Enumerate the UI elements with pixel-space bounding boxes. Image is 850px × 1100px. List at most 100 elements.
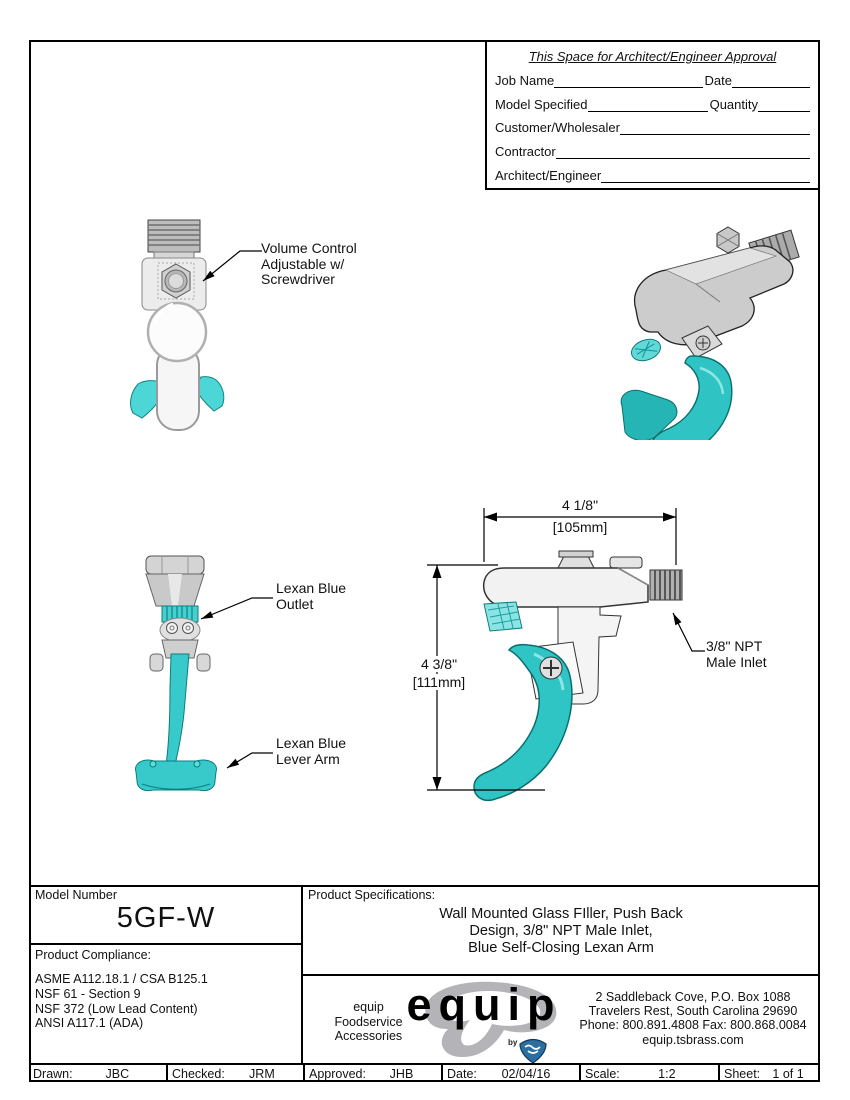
checked-value: JRM [249,1066,275,1081]
left-wing-arm [130,380,164,419]
bonnet-hex [557,555,595,569]
iso-lever-highlight [699,366,725,395]
drawing-footer: Drawn: JBC Checked: JRM Approved: JHB Da… [29,1063,820,1082]
ts-brass-logo-icon [519,1038,547,1064]
outlet-underside [159,617,201,643]
isometric-view-drawing [620,226,800,440]
checked-label: Checked: [172,1066,225,1081]
architect-label: Architect/Engineer [495,167,602,183]
compliance-item: ANSI A117.1 (ADA) [35,1016,144,1031]
footer-cell-drawn: Drawn: JBC [29,1065,166,1082]
specs-row-bottom-line [301,974,820,976]
sheet-value: 1 of 1 [772,1066,804,1081]
brand-side-text: equip Foodservice Accessories [334,1000,403,1043]
push-knob [146,301,208,363]
contractor-label: Contractor [495,144,556,160]
iso-hex-screw [716,226,740,254]
logo-swoosh [425,981,557,1058]
customer-line [620,121,810,136]
left-pivot-tab [149,653,164,672]
callout-npt-inlet: 3/8" NPT Male Inlet [706,638,767,670]
equip-logo-text: equip [406,979,562,1030]
cone-highlight [168,574,182,606]
approval-row-contractor: Contractor [495,144,810,160]
scale-label: Scale: [585,1066,620,1081]
lever-base-shade [141,783,211,790]
volume-control-boss [609,556,643,569]
side-lever-arm [473,643,573,802]
model-specified-line [587,98,708,112]
approval-row-job-name: Job Name Date [495,73,810,88]
title-block-top-line [29,885,820,887]
compliance-item: NSF 372 (Low Lead Content) [35,1001,198,1016]
model-number: 5GF-W [116,902,216,934]
approved-value: JHB [389,1066,414,1081]
approval-row-architect: Architect/Engineer [495,168,810,183]
iso-body-top-face [665,247,777,285]
screw-center [168,273,184,289]
title-block-divider [301,885,303,1065]
thread-lines [148,224,200,246]
compliance-list: ASME A112.18.1 / CSA B125.1 NSF 61 - Sec… [35,972,295,1031]
quantity-line [758,98,810,112]
approval-box: This Space for Architect/Engineer Approv… [485,40,820,190]
right-wing-arm [194,376,225,412]
side-body [482,567,649,608]
boss-outline [157,262,195,300]
dim-width-inches: 4 1/8" [561,497,599,513]
model-number-label: Model Number [35,888,117,902]
callout-lexan-lever: Lexan Blue Lever Arm [276,735,347,767]
front-view-drawing [130,219,225,431]
approval-row-model: Model Specified Quantity [495,97,810,112]
callout-volume-control: Volume Control Adjustable w/ Screwdriver [261,240,357,287]
footer-cell-date: Date: 02/04/16 [441,1065,579,1082]
footer-cell-checked: Checked: JRM [166,1065,303,1082]
page-border-frame [29,40,820,1082]
specs-text: Wall Mounted Glass FIller, Push Back Des… [439,906,683,956]
job-name-line [554,74,703,88]
by-text: by [508,1038,518,1047]
outlet-hole-left [166,622,178,634]
dim-height-inches: 4 3/8" [398,656,480,672]
date-label: Date [704,72,732,88]
sheet-label: Sheet: [724,1066,761,1081]
base-curl-left [149,760,157,768]
customer-label: Customer/Wholesaler [495,120,620,136]
dim-width-mm: [105mm] [552,519,608,535]
brand-address: 2 Saddleback Cove, P.O. Box 1088 Travele… [579,990,807,1047]
model-row-bottom-line [29,943,303,945]
iso-outlet [630,338,662,362]
iso-lever-arm [652,355,733,440]
approval-row-customer: Customer/Wholesaler [495,120,810,136]
footer-cell-scale: Scale: 1:2 [579,1065,718,1082]
right-pivot-tab [196,653,211,672]
knob-highlight [153,302,174,325]
footer-cell-approved: Approved: JHB [303,1065,441,1082]
compliance-item: NSF 61 - Section 9 [35,986,141,1001]
approved-label: Approved: [309,1066,366,1081]
model-specified-label: Model Specified [495,96,588,112]
drawn-value: JBC [105,1066,130,1081]
specs-label: Product Specifications: [308,888,436,902]
drawn-label: Drawn: [33,1066,73,1081]
iso-lever-foot [620,389,678,440]
architect-line [601,169,810,183]
iso-body-edge [695,283,721,303]
scale-value: 1:2 [658,1066,676,1081]
footer-cell-sheet: Sheet: 1 of 1 [718,1065,820,1082]
equip-logo-swoosh [425,981,557,1058]
dim-height-mm: [111mm] [396,674,482,690]
side-view-drawing [473,550,683,802]
compliance-label: Product Compliance: [35,948,152,962]
bottom-view-drawing [135,555,217,792]
job-name-label: Job Name [495,72,555,88]
bonnet-top [558,550,594,558]
date-line [732,74,810,88]
bonnet-cap [145,555,205,575]
outlet-hole-right [182,622,194,634]
quantity-label: Quantity [709,96,758,112]
side-outlet-hatch [487,602,521,630]
by-ts-brass: by [508,1038,548,1064]
date-footer-label: Date: [447,1066,477,1081]
